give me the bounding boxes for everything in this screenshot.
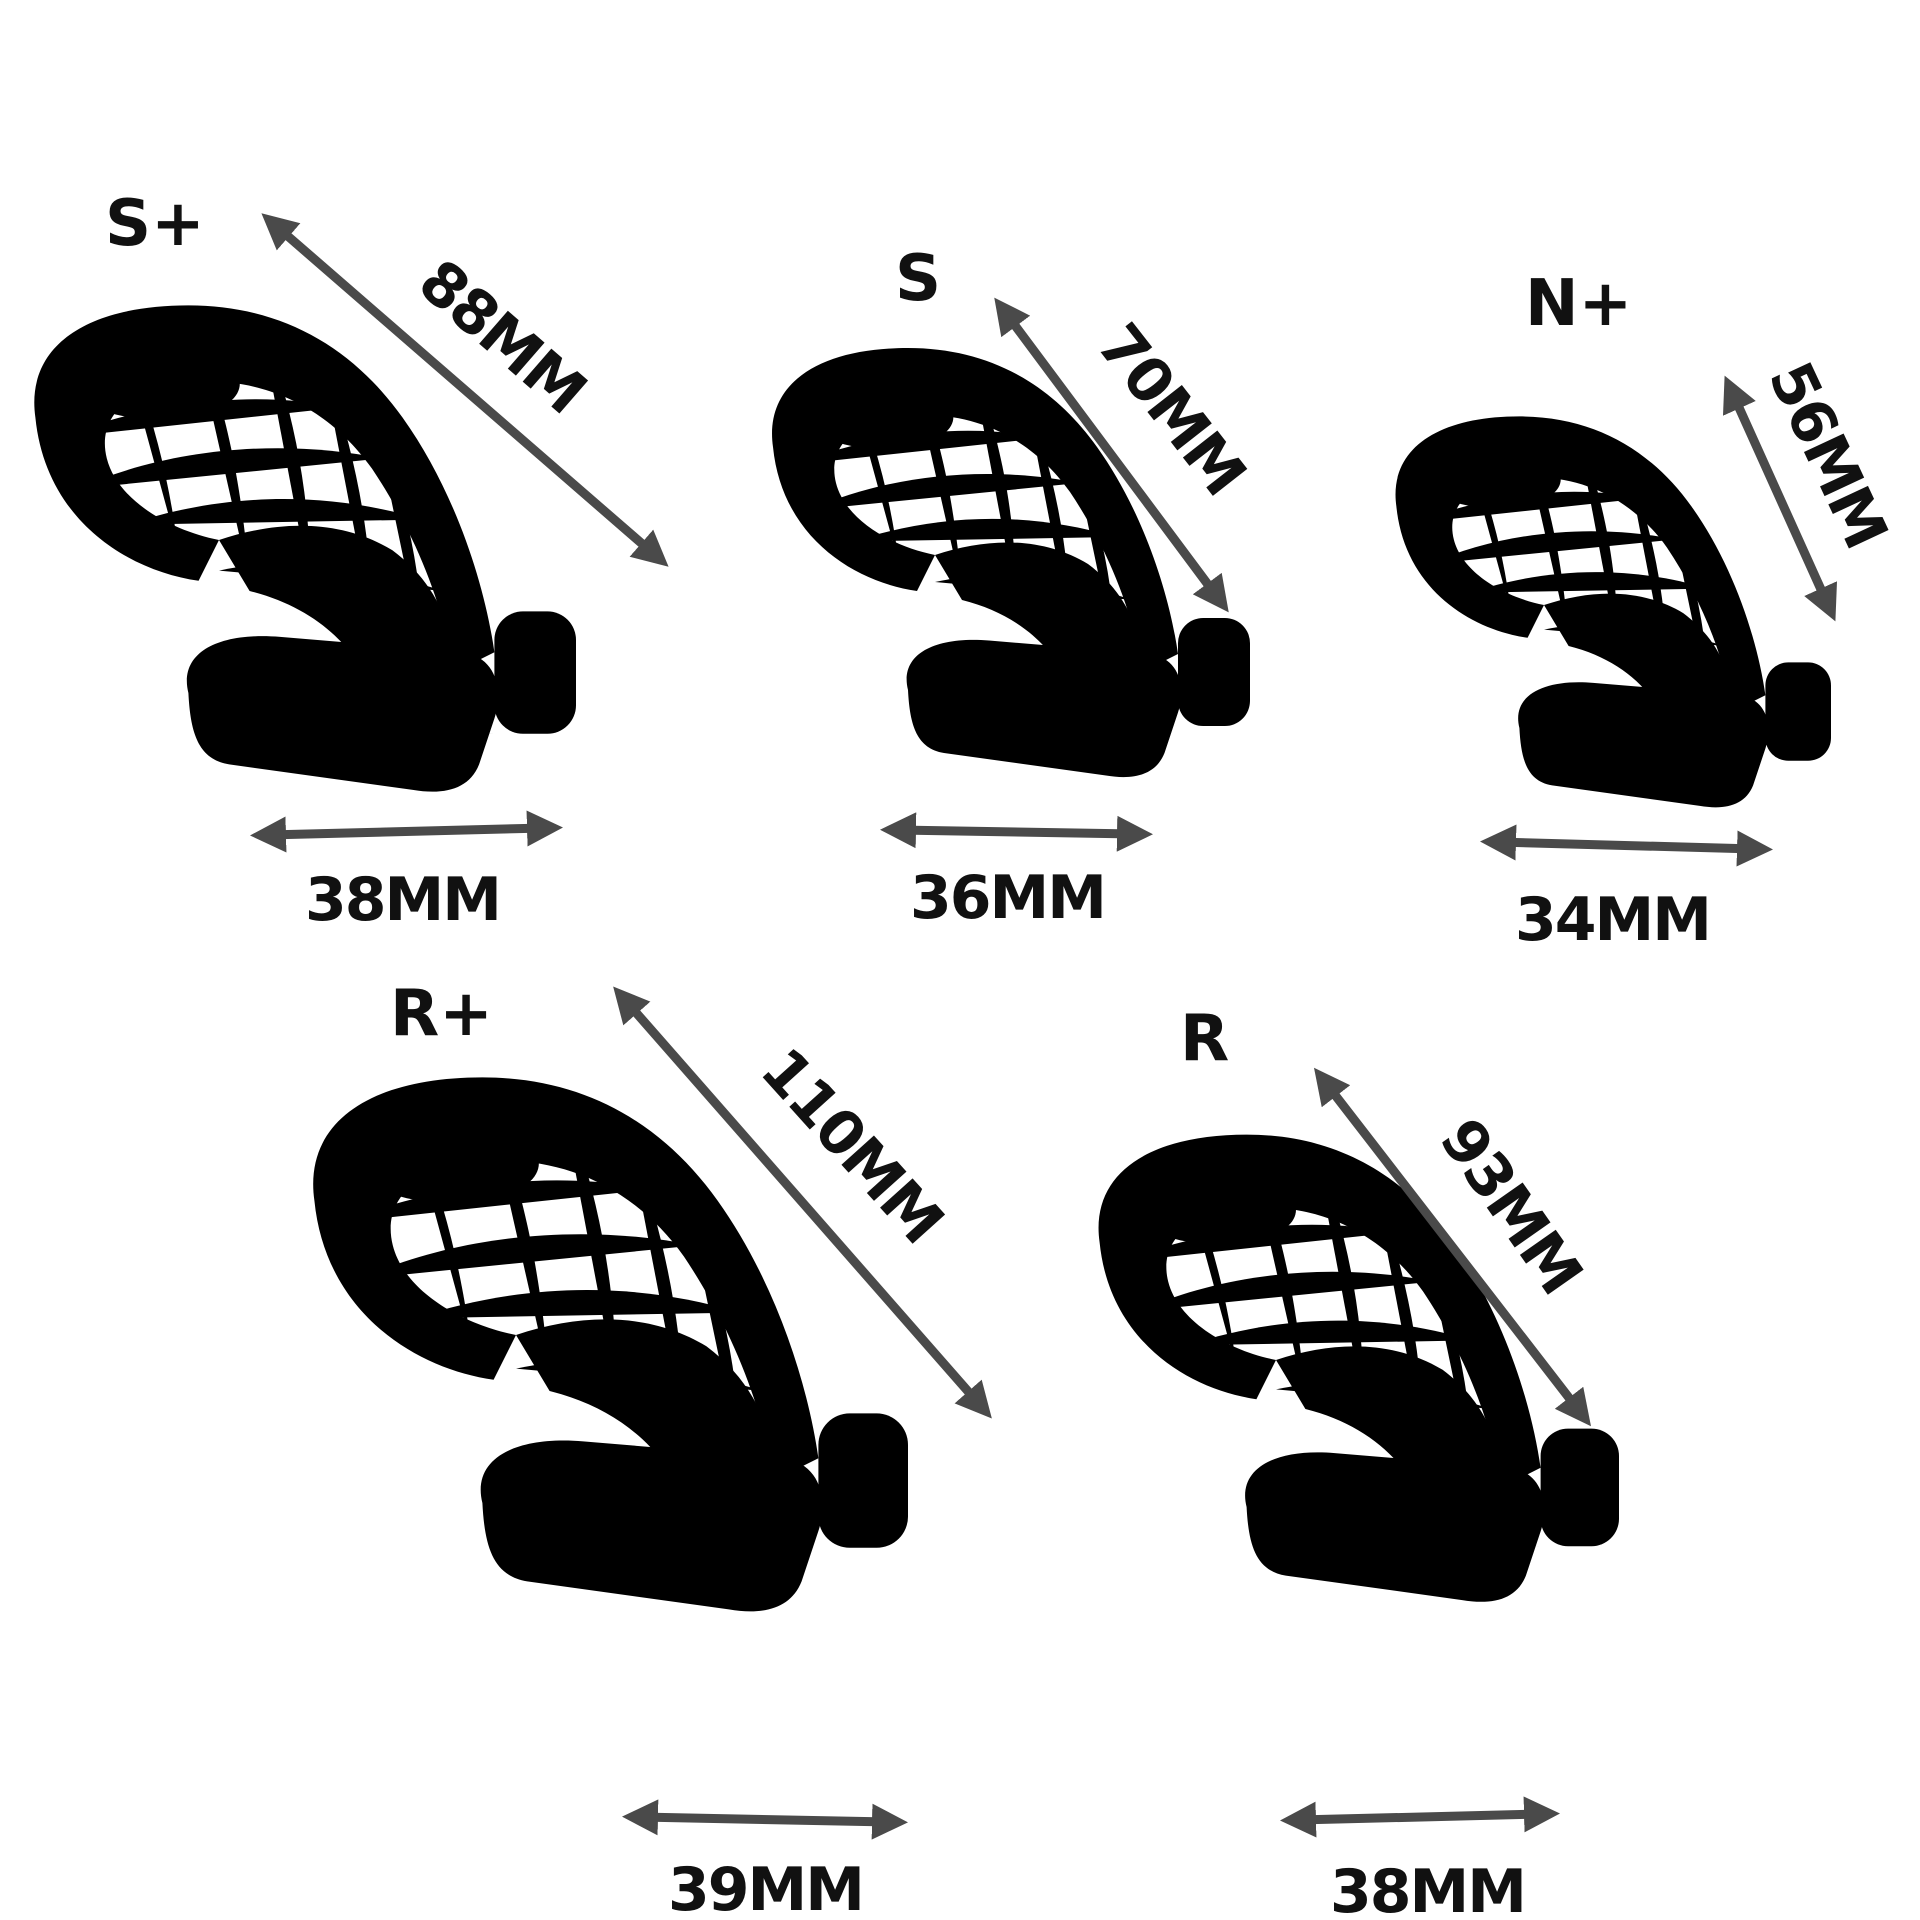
model-code-s: S [895, 242, 941, 316]
model-s: S 70MM 36MM [772, 242, 1258, 933]
width-label-s: 36MM [910, 863, 1105, 933]
model-code-n-plus: N+ [1525, 267, 1632, 341]
width-arrow-n-plus [1480, 824, 1773, 867]
width-label-s-plus: 38MM [305, 865, 500, 935]
model-n-plus: N+ 56MM 34MM [1395, 267, 1900, 955]
length-arrow-r-plus [613, 986, 992, 1419]
length-label-n-plus: 56MM [1754, 352, 1900, 558]
model-code-r-plus: R+ [390, 977, 493, 1051]
length-arrow-s [994, 297, 1229, 613]
cage-s-plus-drawing [34, 305, 577, 792]
width-arrow-r-plus [622, 1799, 908, 1840]
width-label-r: 38MM [1330, 1857, 1525, 1920]
model-s-plus: S+ 88MM 38MM [34, 187, 669, 935]
width-arrow-s [880, 812, 1153, 852]
length-arrow-n-plus [1722, 375, 1838, 622]
length-label-s-plus: 88MM [405, 246, 598, 427]
width-label-r-plus: 39MM [668, 1855, 863, 1920]
width-arrow-s-plus [250, 810, 563, 853]
width-arrow-r [1280, 1796, 1560, 1838]
model-r: R 93MM 38MM [1098, 1002, 1619, 1920]
model-r-plus: R+ 110MM 39MM [313, 977, 992, 1920]
width-label-n-plus: 34MM [1515, 885, 1710, 955]
model-code-r: R [1180, 1002, 1229, 1076]
model-code-s-plus: S+ [105, 187, 205, 261]
length-label-r-plus: 110MM [747, 1035, 956, 1256]
length-arrow-s-plus [261, 213, 669, 567]
length-arrow-r [1313, 1067, 1592, 1427]
